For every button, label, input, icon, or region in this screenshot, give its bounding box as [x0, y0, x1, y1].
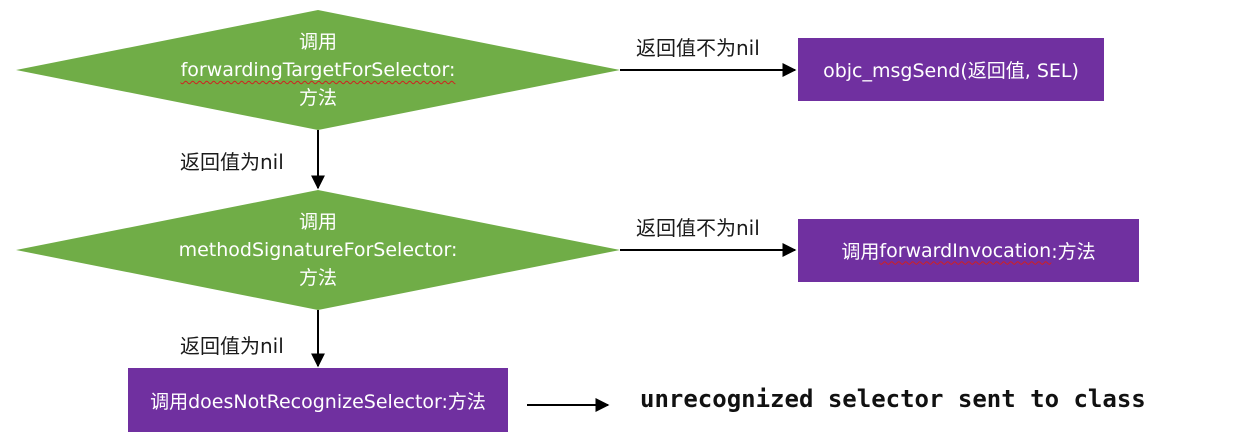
process-box-forward-invocation-method: forwardInvocation	[879, 239, 1052, 262]
process-box-objc-msgsend: objc_msgSend(返回值, SEL)	[798, 38, 1104, 101]
edge-label-d1-nil: 返回值为nil	[180, 150, 284, 174]
process-box-forward-invocation-suffix: :方法	[1051, 241, 1096, 263]
decision-1-line1: 调用	[298, 31, 337, 53]
process-box-does-not-recognize-label: 调用doesNotRecognizeSelector:方法	[150, 390, 486, 413]
decision-2-method: methodSignatureForSelector:	[178, 239, 458, 261]
process-box-does-not-recognize: 调用doesNotRecognizeSelector:方法	[128, 368, 508, 432]
process-box-forward-invocation-prefix: 调用	[841, 241, 880, 263]
decision-1-line3: 方法	[298, 87, 337, 109]
decision-1-label: 调用 forwardingTargetForSelector: 方法	[118, 28, 518, 112]
decision-1-method: forwardingTargetForSelector:	[180, 59, 456, 81]
decision-diamond-1	[16, 10, 620, 130]
decision-2-line1: 调用	[298, 211, 337, 233]
decision-2-label: 调用 methodSignatureForSelector: 方法	[118, 208, 518, 292]
decision-diamond-2	[16, 190, 620, 310]
process-box-objc-msgsend-label: objc_msgSend(返回值, SEL)	[823, 60, 1079, 82]
decision-2-line3: 方法	[298, 267, 337, 289]
result-message: unrecognized selector sent to class	[640, 385, 1146, 413]
edge-label-d2-not-nil: 返回值不为nil	[636, 216, 760, 240]
edge-label-d1-not-nil: 返回值不为nil	[636, 36, 760, 60]
edge-label-d2-nil: 返回值为nil	[180, 334, 284, 358]
